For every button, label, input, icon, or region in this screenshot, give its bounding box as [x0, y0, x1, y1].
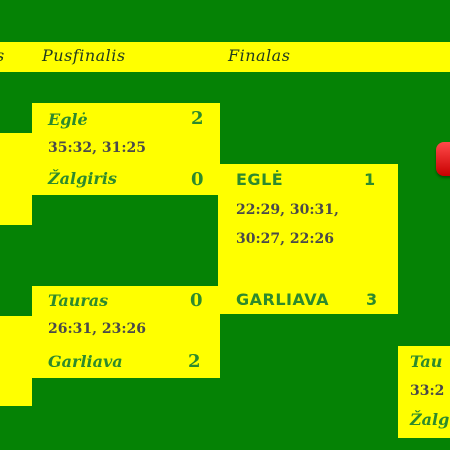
semifinal-bottom-box [32, 286, 220, 378]
header-bar [0, 42, 450, 72]
semifinal-top-team1-name: Eglė [48, 110, 88, 129]
semifinal-bottom-team2-score: 2 [188, 351, 201, 372]
final-sets-line1: 22:29, 30:31, [236, 202, 339, 218]
semifinal-top-team2-score: 0 [191, 169, 204, 190]
right-partial-team1-name: Tau [410, 352, 443, 371]
semifinal-bottom-sets: 26:31, 23:26 [48, 321, 147, 337]
semifinal-top-sets: 35:32, 31:25 [48, 140, 147, 156]
left-bracket-bottom [0, 316, 32, 406]
header-semifinal: Pusfinalis [42, 46, 126, 65]
left-bracket-top [0, 133, 32, 225]
semifinal-bottom-team1-score: 0 [190, 290, 203, 311]
header-final: Finalas [228, 46, 291, 65]
final-team2-name: GARLIAVA [236, 290, 329, 309]
semifinal-bottom-team2-name: Garliava [48, 352, 123, 371]
right-partial-sets: 33:2 [410, 383, 445, 399]
semifinal-top-team1-score: 2 [191, 108, 204, 129]
right-partial-box [398, 346, 450, 438]
final-box [220, 164, 398, 314]
final-team1-score: 1 [364, 170, 376, 189]
final-team2-score: 3 [366, 290, 378, 309]
red-tab-icon[interactable] [436, 142, 450, 176]
final-sets-line2: 30:27, 22:26 [236, 231, 335, 247]
semifinal-top-box [32, 103, 220, 195]
semifinal-bottom-team1-name: Tauras [48, 291, 109, 310]
header-previous-round: s [0, 46, 5, 65]
final-team1-name: EGLĖ [236, 170, 284, 189]
semifinal-top-team2-name: Žalgiris [48, 169, 117, 188]
right-partial-team2-name: Žalg [410, 410, 450, 429]
